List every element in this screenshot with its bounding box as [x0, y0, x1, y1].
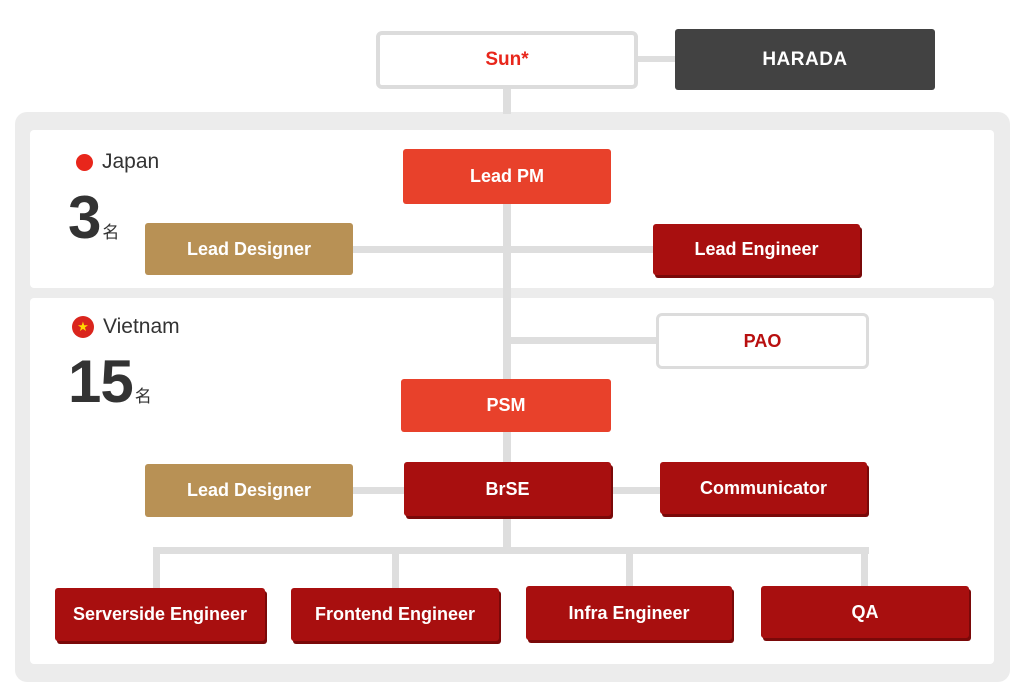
frontend-engineer-label: Frontend Engineer [314, 604, 475, 624]
harada-node: HARADA [675, 29, 935, 90]
qa-label: QA [851, 601, 879, 622]
connector-qa [861, 547, 868, 589]
vietnam-region-label: ★ Vietnam [72, 315, 180, 339]
connector-brse-down [503, 517, 511, 554]
brse-label: BrSE [485, 478, 530, 499]
lead-pm-node: Lead PM [403, 149, 611, 204]
connector-serverside [153, 547, 160, 589]
infra-engineer-node: Infra Engineer [526, 586, 732, 640]
vietnam-flag-icon: ★ [72, 316, 94, 338]
vietnam-lead-designer-label: Lead Designer [186, 480, 312, 500]
communicator-node: Communicator [660, 462, 867, 514]
connector-japan-leads [352, 246, 655, 253]
psm-node: PSM [401, 379, 611, 432]
pao-label: PAO [743, 330, 782, 351]
connector-main-trunk [503, 203, 511, 380]
connector-pao [507, 337, 659, 344]
frontend-engineer-node: Frontend Engineer [291, 588, 499, 641]
qa-node: QA [761, 586, 969, 638]
japan-count-unit: 名 [102, 223, 120, 242]
sun-node: Sun* [376, 31, 638, 89]
connector-frontend [392, 547, 399, 589]
connector-bottom-bar [153, 547, 869, 554]
connector-psm-brse [503, 431, 511, 466]
japan-dot-icon [76, 153, 93, 171]
psm-label: PSM [486, 395, 526, 415]
brse-node: BrSE [404, 462, 611, 516]
vietnam-count-unit: 名 [134, 387, 152, 406]
japan-region-label: Japan [76, 150, 159, 174]
lead-engineer-node: Lead Engineer [653, 224, 860, 275]
harada-label: HARADA [762, 48, 848, 70]
vietnam-lead-designer-node: Lead Designer [145, 464, 353, 517]
lead-engineer-label: Lead Engineer [694, 239, 819, 259]
japan-name: Japan [102, 150, 160, 173]
connector-vn-designer [352, 487, 406, 494]
connector-infra [626, 547, 633, 589]
infra-engineer-label: Infra Engineer [568, 602, 690, 623]
serverside-engineer-label: Serverside Engineer [72, 604, 248, 624]
japan-lead-designer-label: Lead Designer [186, 238, 312, 259]
connector-sun-to-harada [636, 56, 676, 62]
sun-label: Sun* [485, 49, 529, 70]
vietnam-name: Vietnam [103, 315, 180, 338]
communicator-label: Communicator [699, 477, 827, 498]
lead-pm-label: Lead PM [469, 166, 544, 186]
pao-node: PAO [656, 313, 869, 369]
japan-lead-designer-node: Lead Designer [145, 223, 353, 275]
serverside-engineer-node: Serverside Engineer [55, 588, 265, 641]
connector-sun-to-frame [503, 88, 511, 114]
connector-communicator [611, 487, 661, 494]
japan-count-value: 3 [68, 184, 101, 251]
vietnam-count-value: 15 [68, 348, 134, 415]
